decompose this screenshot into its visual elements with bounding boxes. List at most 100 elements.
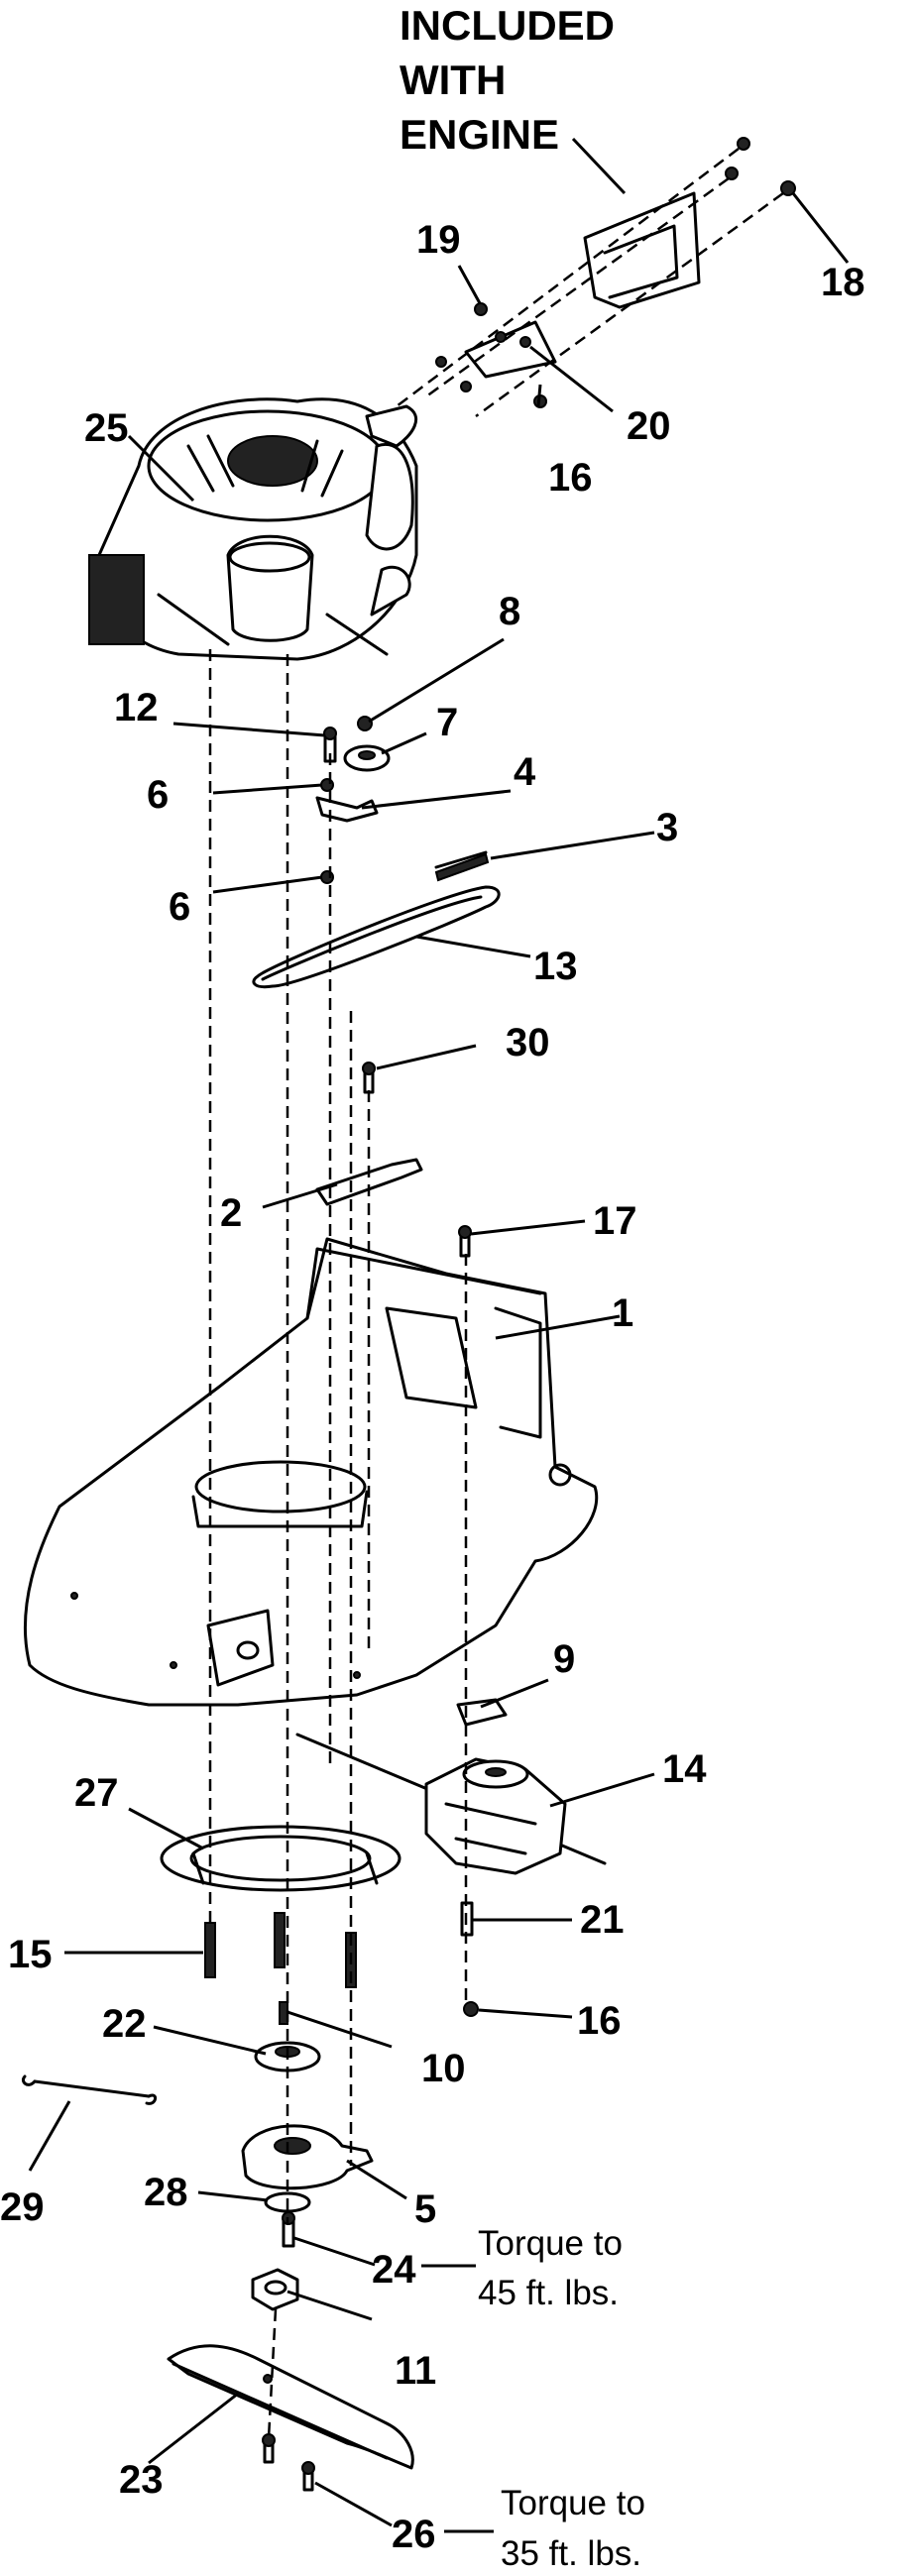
- blade-components: [167, 2268, 414, 2492]
- bracket-dash-2: [475, 191, 784, 418]
- clip-9: [456, 1698, 508, 1727]
- callout-9: 9: [553, 1637, 575, 1681]
- deck-wheel-mount: [548, 1463, 572, 1487]
- leader-23: [148, 2392, 239, 2465]
- callout-5: 5: [414, 2187, 436, 2231]
- screw-19: [474, 302, 488, 316]
- bolt-head-18c: [780, 180, 796, 196]
- blade-23-edge: [172, 2362, 389, 2460]
- callout-16a: 16: [548, 456, 593, 500]
- leader-22: [153, 2025, 267, 2056]
- leader-8: [368, 637, 505, 724]
- deck-front-plate: [206, 1609, 275, 1687]
- leader-18: [791, 192, 850, 264]
- leader-26: [314, 2481, 393, 2527]
- leader-19: [457, 265, 482, 304]
- callout-29: 29: [0, 2185, 45, 2229]
- leader-11: [287, 2290, 373, 2321]
- torque-notes: Torque to 45 ft. lbs. Torque to 35 ft. l…: [478, 2224, 645, 2573]
- blade-23-hole: [263, 2374, 273, 2384]
- header-line-3: ENGINE: [400, 111, 559, 158]
- callout-27: 27: [74, 1771, 119, 1815]
- spring-3-coils: [434, 852, 490, 882]
- idler-pulley-7-hub: [358, 750, 376, 760]
- transmission-pulley-hub: [485, 1767, 507, 1777]
- deck-rivet-2: [170, 1661, 177, 1669]
- bolt-15b: [274, 1912, 286, 1968]
- bracket-dash-1: [396, 148, 740, 407]
- callout-15: 15: [8, 1933, 53, 1976]
- screw-20b: [519, 336, 531, 348]
- upper-drive-components: [252, 716, 501, 989]
- leader-28: [197, 2190, 269, 2202]
- leader-10: [287, 2010, 393, 2049]
- deck-opening-rim: [191, 1490, 369, 1528]
- blade-drive-components: [21, 1825, 401, 2248]
- leader-27: [128, 1807, 204, 1850]
- leader-29: [28, 2100, 71, 2172]
- leader-16b: [478, 2008, 573, 2019]
- callout-1: 1: [612, 1291, 633, 1335]
- callout-13: 13: [533, 945, 578, 988]
- deck-rivet-3: [353, 1671, 361, 1679]
- spring-29: [33, 2079, 151, 2098]
- engine-fan-ribs: [186, 434, 344, 498]
- bracket-lower-plate: [464, 320, 557, 379]
- callout-4: 4: [514, 750, 536, 794]
- torque-26-line-1: Torque to: [501, 2484, 645, 2522]
- engine-air-cleaner-lid: [228, 541, 311, 573]
- drive-belt-13: [252, 885, 501, 989]
- deck-rivet-1: [70, 1592, 78, 1600]
- callout-20: 20: [627, 404, 671, 448]
- align-line-7: [267, 2308, 278, 2439]
- baffle-ring-27-tabs: [191, 1851, 379, 1885]
- deck-side-plate: [494, 1306, 542, 1439]
- leader-3: [490, 831, 655, 860]
- callout-17: 17: [593, 1199, 637, 1243]
- torque-26-line-2: 35 ft. lbs.: [501, 2534, 641, 2573]
- bolt-12-head: [323, 727, 337, 740]
- engine-muffler: [88, 554, 145, 645]
- bracket-dash-3: [425, 176, 730, 398]
- blade-adapter-11-hole: [264, 2280, 287, 2296]
- bolt-17-head: [458, 1225, 472, 1239]
- leader-7: [381, 731, 427, 755]
- engine-fan-hub: [227, 435, 318, 487]
- leader-6b: [212, 875, 323, 894]
- bolt-30-head: [362, 1062, 376, 1075]
- nut-a: [435, 356, 447, 368]
- callout-23: 23: [119, 2458, 164, 2502]
- leader-25: [127, 434, 195, 503]
- callout-12: 12: [114, 686, 159, 729]
- leader-lines: [28, 192, 850, 2533]
- engine-carburetor: [370, 565, 411, 616]
- engine-fuel-tank: [365, 443, 414, 551]
- nut-8: [357, 716, 373, 731]
- header-leader-line: [571, 137, 627, 195]
- engine-illustration: [88, 397, 418, 661]
- leader-12: [172, 722, 326, 737]
- spring-29-hooks: [21, 2074, 157, 2105]
- engine-details: [157, 593, 389, 656]
- leader-2: [262, 1182, 338, 1209]
- callout-3: 3: [656, 806, 678, 849]
- belt-guide-components: [315, 1062, 472, 1258]
- drive-belt-13-inner: [261, 895, 483, 981]
- nut-16-lower: [463, 2001, 479, 2017]
- transmission-assembly: [295, 1698, 607, 2017]
- callout-2: 2: [220, 1191, 242, 1235]
- blade-23: [167, 2344, 414, 2470]
- callout-14: 14: [662, 1747, 707, 1791]
- leader-16a: [536, 384, 542, 407]
- leader-9: [480, 1678, 549, 1709]
- deck-shell: [23, 1237, 599, 1707]
- callout-19: 19: [416, 218, 461, 262]
- torque-24-line-1: Torque to: [478, 2224, 623, 2263]
- callout-24: 24: [372, 2248, 416, 2292]
- callout-30: 30: [506, 1021, 550, 1064]
- bracket-plate-fold: [603, 224, 679, 299]
- deck-blade-opening: [194, 1460, 367, 1513]
- callout-7: 7: [436, 701, 458, 744]
- callout-8: 8: [499, 590, 520, 633]
